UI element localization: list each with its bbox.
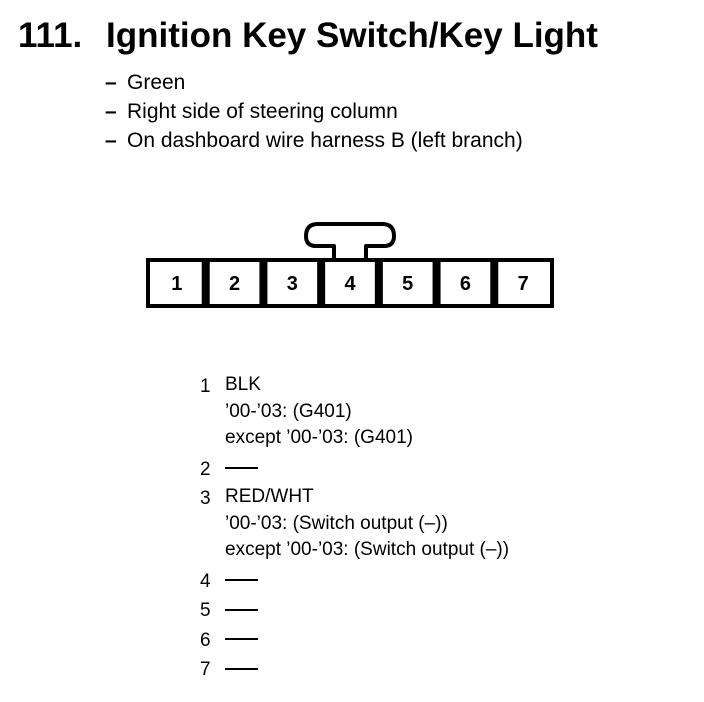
not-used-line (225, 596, 509, 623)
pin-description: BLK ’00-’03: (G401) except ’00-’03: (G401) (225, 372, 509, 452)
pin-description: RED/WHT ’00-’03: (Switch output (–)) excep… (225, 484, 509, 564)
terminal-number: 5 (402, 273, 413, 295)
pin-description (225, 655, 509, 682)
not-used-line (225, 655, 509, 682)
unused-terminal-dash (225, 579, 258, 582)
connector-body (146, 258, 554, 308)
pin-description (225, 455, 509, 482)
info-location: –Right side of steering column (105, 97, 523, 126)
component-title: Ignition Key Switch/Key Light (106, 16, 598, 55)
pin-number: 1 (200, 376, 211, 397)
wire-color: RED/WHT (225, 486, 314, 507)
pin-entry: 3 RED/WHT ’00-’03: (Switch output (–)) exce… (200, 484, 509, 564)
info-text: Green (127, 71, 186, 94)
info-text: On dashboard wire harness B (left branch… (127, 129, 523, 152)
pin-number: 5 (200, 600, 211, 621)
pin-detail: except ’00-’03: (Switch output (–)) (225, 539, 510, 560)
connector-face-view: 1 2 3 4 5 6 7 (146, 222, 554, 308)
pin-number: 4 (200, 570, 211, 592)
connector-latch (304, 222, 396, 260)
not-used-line (225, 567, 509, 594)
bullet-dash: – (105, 100, 117, 123)
pin-description (225, 626, 509, 653)
cavity-divider (259, 260, 268, 306)
pin-entry: 7 (200, 655, 509, 682)
cavity-divider (317, 260, 326, 306)
info-color: –Green (105, 68, 523, 97)
pinout-list: 1 BLK ’00-’03: (G401) except ’00-’03: (G401… (200, 372, 509, 685)
pin-number: 7 (200, 659, 211, 680)
pin-number: 2 (200, 458, 211, 480)
unused-terminal-dash (225, 608, 258, 611)
connector-diagram: 1 2 3 4 5 6 7 (146, 220, 558, 312)
bullet-dash: – (105, 129, 117, 152)
unused-terminal-dash (225, 638, 258, 641)
terminal-number: 7 (518, 273, 529, 295)
terminal-number: 1 (171, 273, 182, 295)
pin-description (225, 596, 509, 623)
pin-detail: except ’00-’03: (G401) (225, 427, 413, 448)
not-used-line (225, 455, 509, 482)
pin-description (225, 567, 509, 594)
unused-terminal-dash (225, 467, 258, 470)
terminal-number: 4 (344, 273, 356, 295)
unused-terminal-dash (225, 667, 258, 670)
pin-number: 3 (200, 488, 211, 509)
not-used-line (225, 626, 509, 653)
pin-detail: ’00-’03: (G401) (225, 400, 352, 422)
pin-detail: ’00-’03: (Switch output (–)) (225, 512, 448, 534)
connector-info-list: –Green –Right side of steering column –O… (105, 68, 523, 155)
info-text: Right side of steering column (127, 100, 398, 123)
wire-color: BLK (225, 374, 261, 395)
cavity-divider (490, 260, 499, 306)
terminal-number: 3 (287, 273, 298, 295)
page-title: 111. Ignition Key Switch/Key Light (18, 14, 598, 58)
terminal-number: 6 (460, 273, 471, 295)
pin-entry: 4 (200, 567, 509, 594)
cavity-divider (432, 260, 441, 306)
cavity-divider (374, 260, 383, 306)
component-number: 111. (18, 16, 83, 55)
pin-number: 6 (200, 629, 211, 651)
pin-entry: 2 (200, 455, 509, 482)
cavity-divider (201, 260, 210, 306)
info-harness: –On dashboard wire harness B (left branc… (105, 126, 523, 155)
bullet-dash: – (105, 71, 117, 94)
pin-entry: 5 (200, 596, 509, 623)
terminal-number: 2 (229, 273, 240, 295)
pin-entry: 1 BLK ’00-’03: (G401) except ’00-’03: (G401… (200, 372, 509, 452)
pin-entry: 6 (200, 626, 509, 653)
